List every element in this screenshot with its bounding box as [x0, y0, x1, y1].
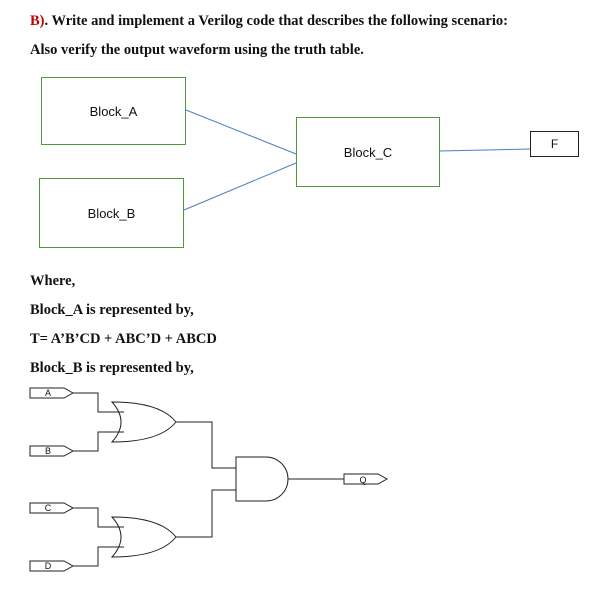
- wire-d-to-or2: [73, 546, 124, 567]
- block-c-label: Block_C: [343, 144, 393, 160]
- wire-c-to-f: [439, 148, 531, 152]
- input-pin-b-label: B: [45, 446, 51, 456]
- wire-a-to-c: [185, 109, 297, 155]
- wire-or2-to-and: [176, 489, 236, 538]
- block-b-description: Block_B is represented by,: [30, 360, 194, 376]
- input-pin-c-label: C: [45, 503, 52, 513]
- question-subtitle: Also verify the output waveform using th…: [30, 42, 364, 58]
- or-gate-1: [110, 401, 177, 443]
- question-text: . Write and implement a Verilog code tha…: [44, 13, 508, 29]
- wire-a-to-or1: [73, 392, 124, 413]
- input-pin-c: [29, 502, 75, 514]
- where-label: Where,: [30, 273, 76, 289]
- input-pin-a: [29, 387, 75, 399]
- output-pin-q: [343, 473, 389, 485]
- input-pin-d: [29, 560, 75, 572]
- block-b: Block_B: [39, 178, 184, 248]
- block-a-description: Block_A is represented by,: [30, 302, 194, 318]
- boolean-equation: T= A’B’CD + ABC’D + ABCD: [30, 331, 217, 347]
- wire-b-to-c: [183, 162, 297, 211]
- wire-or1-to-and: [176, 421, 236, 469]
- and-gate: [235, 456, 289, 502]
- input-pin-b: [29, 445, 75, 457]
- output-f-label: F: [550, 137, 559, 151]
- block-a: Block_A: [41, 77, 186, 145]
- block-c: Block_C: [296, 117, 440, 187]
- input-pin-d-label: D: [45, 561, 52, 571]
- question-label: B): [30, 13, 45, 29]
- or-gate-2: [110, 516, 177, 558]
- block-b-label: Block_B: [87, 205, 136, 221]
- block-a-label: Block_A: [89, 103, 138, 119]
- output-f-box: F: [530, 131, 579, 157]
- input-pin-a-label: A: [45, 388, 51, 398]
- output-pin-q-label: Q: [359, 475, 366, 485]
- question-title: B). Write and implement a Verilog code t…: [30, 13, 508, 30]
- wire-b-to-or1: [73, 431, 124, 452]
- wire-c-to-or2: [73, 507, 124, 528]
